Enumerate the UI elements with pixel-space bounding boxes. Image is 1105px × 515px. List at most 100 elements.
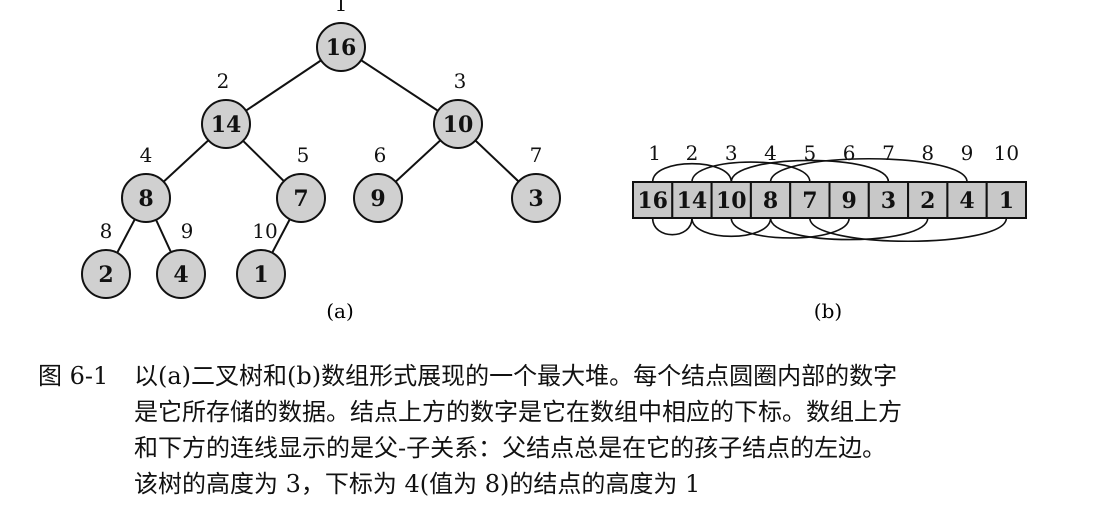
tree-node-index: 7	[530, 143, 543, 167]
array-arc	[730, 217, 850, 239]
tree-node-value: 1	[253, 262, 268, 288]
tree-node-index: 10	[252, 219, 277, 243]
tree-node-index: 2	[217, 69, 230, 93]
array-cell: 16	[632, 181, 674, 219]
array-parent-child-arcs	[651, 158, 1008, 242]
tree-node-circle	[276, 173, 326, 223]
array-cell-value: 1	[999, 188, 1014, 214]
array-index: 7	[882, 141, 895, 165]
array-cell-box	[867, 181, 910, 219]
caption-text: 以(a)二叉树和(b)数组形式展现的一个最大堆。每个结点圆圈内部的数字 是它所存…	[134, 358, 1098, 502]
tree-node-value: 3	[528, 186, 543, 212]
tree-node: 75	[276, 143, 326, 223]
tree-node-value: 16	[326, 35, 357, 61]
array-cell: 2	[907, 181, 949, 219]
caption-label: 图 6-1	[38, 362, 109, 390]
array-cell-value: 14	[677, 188, 708, 214]
tree-node: 1 10	[236, 219, 286, 299]
caption-line: 是它所存储的数据。结点上方的数字是它在数组中相应的下标。数组上方	[134, 398, 902, 426]
array-arc	[651, 217, 693, 236]
tree-node: 84	[121, 143, 171, 223]
tree-node-index: 4	[140, 143, 153, 167]
tree-node: 28	[81, 219, 131, 299]
subfigure-label-a: (a)	[326, 299, 354, 323]
array-cell-value: 7	[802, 188, 817, 214]
tree-node-circle	[156, 249, 206, 299]
array-arc	[809, 217, 1008, 242]
array-index: 9	[961, 141, 974, 165]
array-index: 5	[803, 141, 816, 165]
array-index-labels: 1 2 3 4 5 6 7 8 9 10	[648, 141, 1019, 165]
tree-node-circle	[511, 173, 561, 223]
array-cell-box	[632, 181, 674, 219]
tree-node-circle	[316, 22, 366, 72]
array-arc	[691, 217, 772, 238]
array-cell: 4	[946, 181, 988, 219]
array-index: 4	[764, 141, 777, 165]
array-cell-value: 2	[920, 188, 935, 214]
caption-line: 和下方的连线显示的是父-子关系：父结点总是在它的孩子结点的左边。	[134, 434, 887, 462]
tree-node: 14 2	[201, 69, 251, 149]
tree-node-value: 9	[370, 186, 385, 212]
tree-node: 96	[353, 143, 403, 223]
array-cell-value: 8	[763, 188, 778, 214]
array-index: 8	[921, 141, 934, 165]
figure-caption: 图 6-1 以(a)二叉树和(b)数组形式展现的一个最大堆。每个结点圆圈内部的数…	[38, 358, 1098, 502]
tree-node-value: 14	[211, 112, 242, 138]
array-cell: 7	[789, 181, 831, 219]
tree-node-circle	[201, 99, 251, 149]
array-cell-box	[946, 181, 988, 219]
array-arc	[769, 158, 968, 183]
array-arc	[769, 217, 929, 241]
array-index: 3	[725, 141, 738, 165]
tree-node-index: 5	[297, 143, 310, 167]
array-index: 6	[843, 141, 856, 165]
array-cell-value: 4	[959, 188, 974, 214]
tree-node-index: 1	[335, 0, 348, 16]
array-cell: 9	[828, 181, 870, 219]
array-cell-value: 9	[841, 188, 856, 214]
tree-node: 16 1	[316, 0, 366, 72]
tree-node-circle	[81, 249, 131, 299]
array-cell: 3	[867, 181, 910, 219]
subfigure-label-b: (b)	[814, 299, 842, 323]
array-arc	[691, 161, 811, 183]
tree-node: 10 3	[433, 69, 483, 149]
tree-node-value: 4	[173, 262, 188, 288]
tree-node-index: 6	[374, 143, 387, 167]
array-cell-value: 10	[716, 188, 747, 214]
array-cell: 14	[671, 181, 713, 219]
tree-node: 37	[511, 143, 561, 223]
array-index: 1	[648, 141, 661, 165]
tree-node-circle	[236, 249, 286, 299]
array-cell-box	[985, 181, 1028, 219]
array-index: 10	[994, 141, 1019, 165]
array-cell: 1	[985, 181, 1028, 219]
tree-node-index: 9	[181, 219, 194, 243]
tree-node-value: 7	[293, 186, 308, 212]
tree-node-index: 8	[100, 219, 113, 243]
tree-node-index: 3	[454, 69, 467, 93]
array-arc	[730, 159, 890, 183]
array-index: 2	[686, 141, 699, 165]
array-arc	[651, 162, 733, 183]
tree-node-value: 8	[138, 186, 153, 212]
tree-node-circle	[353, 173, 403, 223]
array-cell-box	[671, 181, 713, 219]
array-cell: 10	[710, 181, 752, 219]
tree-node-circle	[121, 173, 171, 223]
caption-line: 该树的高度为 3，下标为 4(值为 8)的结点的高度为 1	[134, 470, 701, 498]
tree-node: 49	[156, 219, 206, 299]
tree-node-circle	[433, 99, 483, 149]
tree-edges	[105, 46, 537, 275]
tree-node-value: 2	[98, 262, 113, 288]
array-cell-box	[749, 181, 792, 219]
array-cell: 8	[749, 181, 792, 219]
caption-line: 以(a)二叉树和(b)数组形式展现的一个最大堆。每个结点圆圈内部的数字	[134, 362, 898, 390]
array-cell-value: 16	[637, 188, 668, 214]
tree-node-value: 10	[443, 112, 474, 138]
array-cell-value: 3	[881, 188, 896, 214]
